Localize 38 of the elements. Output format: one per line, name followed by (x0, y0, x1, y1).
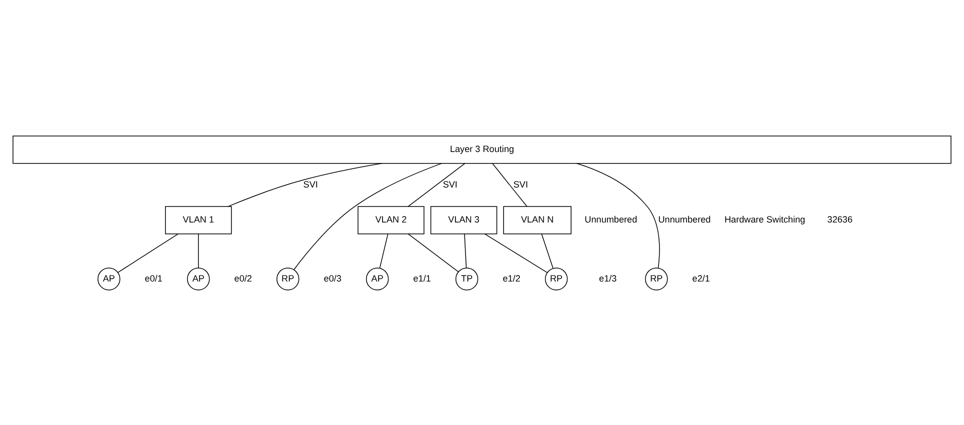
node-box: Layer 3 Routing (12, 135, 952, 164)
node-circle: AP (366, 267, 389, 290)
node-label: e0/1 (144, 272, 162, 283)
connector (118, 233, 178, 272)
connector (198, 233, 199, 268)
edge-label: SVI (442, 178, 458, 189)
node-box: VLAN N (503, 206, 572, 234)
node-label: e1/2 (502, 272, 520, 283)
edge-label: Unnumbered (658, 214, 711, 224)
connector (541, 233, 554, 268)
node-circle: AP (187, 267, 210, 290)
node-circle: TP (455, 267, 478, 290)
connector (379, 233, 388, 268)
node-circle: RP (645, 267, 668, 290)
edge-label: SVI (513, 178, 528, 189)
label: 32636 (827, 214, 853, 224)
label: Unnumbered (584, 214, 638, 224)
node-box: VLAN 2 (358, 206, 424, 234)
edge-label: SVI (303, 178, 318, 189)
node-box: VLAN 3 (430, 206, 498, 234)
connector (408, 162, 466, 206)
node-label: e2/1 (692, 272, 710, 283)
node-label: e1/1 (413, 272, 431, 283)
connector (576, 162, 660, 268)
node-circle: AP (98, 267, 120, 290)
node-label: e1/3 (599, 272, 617, 283)
connector (408, 233, 459, 272)
connector (228, 162, 383, 206)
connector (294, 162, 442, 270)
node-circle: RP (544, 267, 568, 290)
node-box: VLAN 1 (165, 206, 232, 234)
node-label: e0/2 (234, 272, 252, 283)
connector (492, 162, 528, 206)
connector (464, 233, 467, 268)
label: Hardware Switching (724, 214, 806, 224)
connector (484, 233, 548, 272)
node-circle: RP (276, 267, 300, 290)
node-label: e0/3 (324, 272, 342, 283)
